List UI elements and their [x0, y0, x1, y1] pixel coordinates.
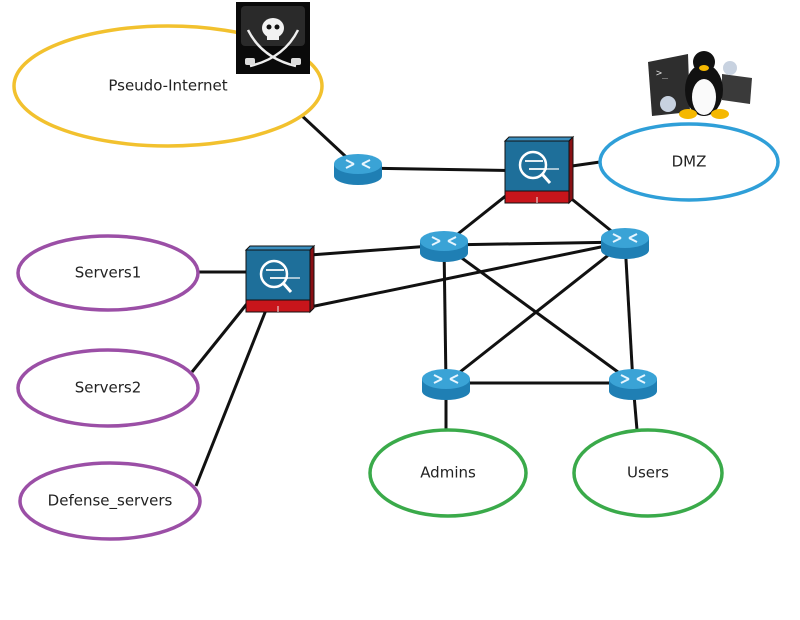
router-icon[interactable]: [420, 231, 468, 262]
zone-label: Pseudo-Internet: [108, 77, 227, 95]
link-defense-fw_srv: [194, 309, 268, 487]
link-r_core_l-r_users: [443, 243, 634, 385]
zone-ellipse: [598, 122, 780, 202]
zone-ellipse: [368, 428, 528, 518]
zone-admins[interactable]: Admins: [368, 428, 528, 518]
zone-label: DMZ: [672, 153, 707, 171]
zone-ellipse: [18, 461, 202, 541]
zone-servers1[interactable]: Servers1: [16, 234, 200, 312]
svg-text:>_: >_: [656, 68, 669, 79]
link-r_core_l-r_core_r: [443, 240, 626, 247]
zone-defense[interactable]: Defense_servers: [18, 461, 202, 541]
zone-dmz[interactable]: DMZ: [598, 122, 780, 202]
pirate-flag-icon: [236, 2, 310, 74]
link-r_core_r-r_admins: [445, 240, 626, 385]
linux-penguin-icon: >_: [648, 51, 752, 119]
zone-label: Defense_servers: [48, 492, 173, 511]
link-servers2-fw_srv: [190, 299, 252, 373]
router-icon[interactable]: [422, 369, 470, 400]
zone-ellipse: [572, 428, 724, 518]
zone-label: Users: [627, 464, 669, 482]
link-fw_srv-r_core_r: [309, 240, 626, 309]
zone-label: Servers1: [75, 264, 142, 282]
zone-label: Servers2: [75, 379, 142, 397]
firewall-icon[interactable]: [503, 135, 575, 205]
router-icon[interactable]: [601, 228, 649, 259]
router-icon[interactable]: [334, 154, 382, 185]
zone-ellipse: [16, 348, 200, 428]
link-r_core_l-r_admins: [442, 244, 448, 384]
links-layer: [190, 112, 639, 487]
zone-users[interactable]: Users: [572, 428, 724, 518]
link-r_core_r-r_users: [623, 241, 635, 384]
zone-label: Admins: [420, 464, 476, 482]
zone-ellipse: [16, 234, 200, 312]
firewall-icon[interactable]: [244, 244, 316, 314]
router-icon[interactable]: [609, 369, 657, 400]
devices-layer: [244, 135, 657, 400]
icons-layer: >_: [236, 2, 752, 119]
zone-servers2[interactable]: Servers2: [16, 348, 200, 428]
